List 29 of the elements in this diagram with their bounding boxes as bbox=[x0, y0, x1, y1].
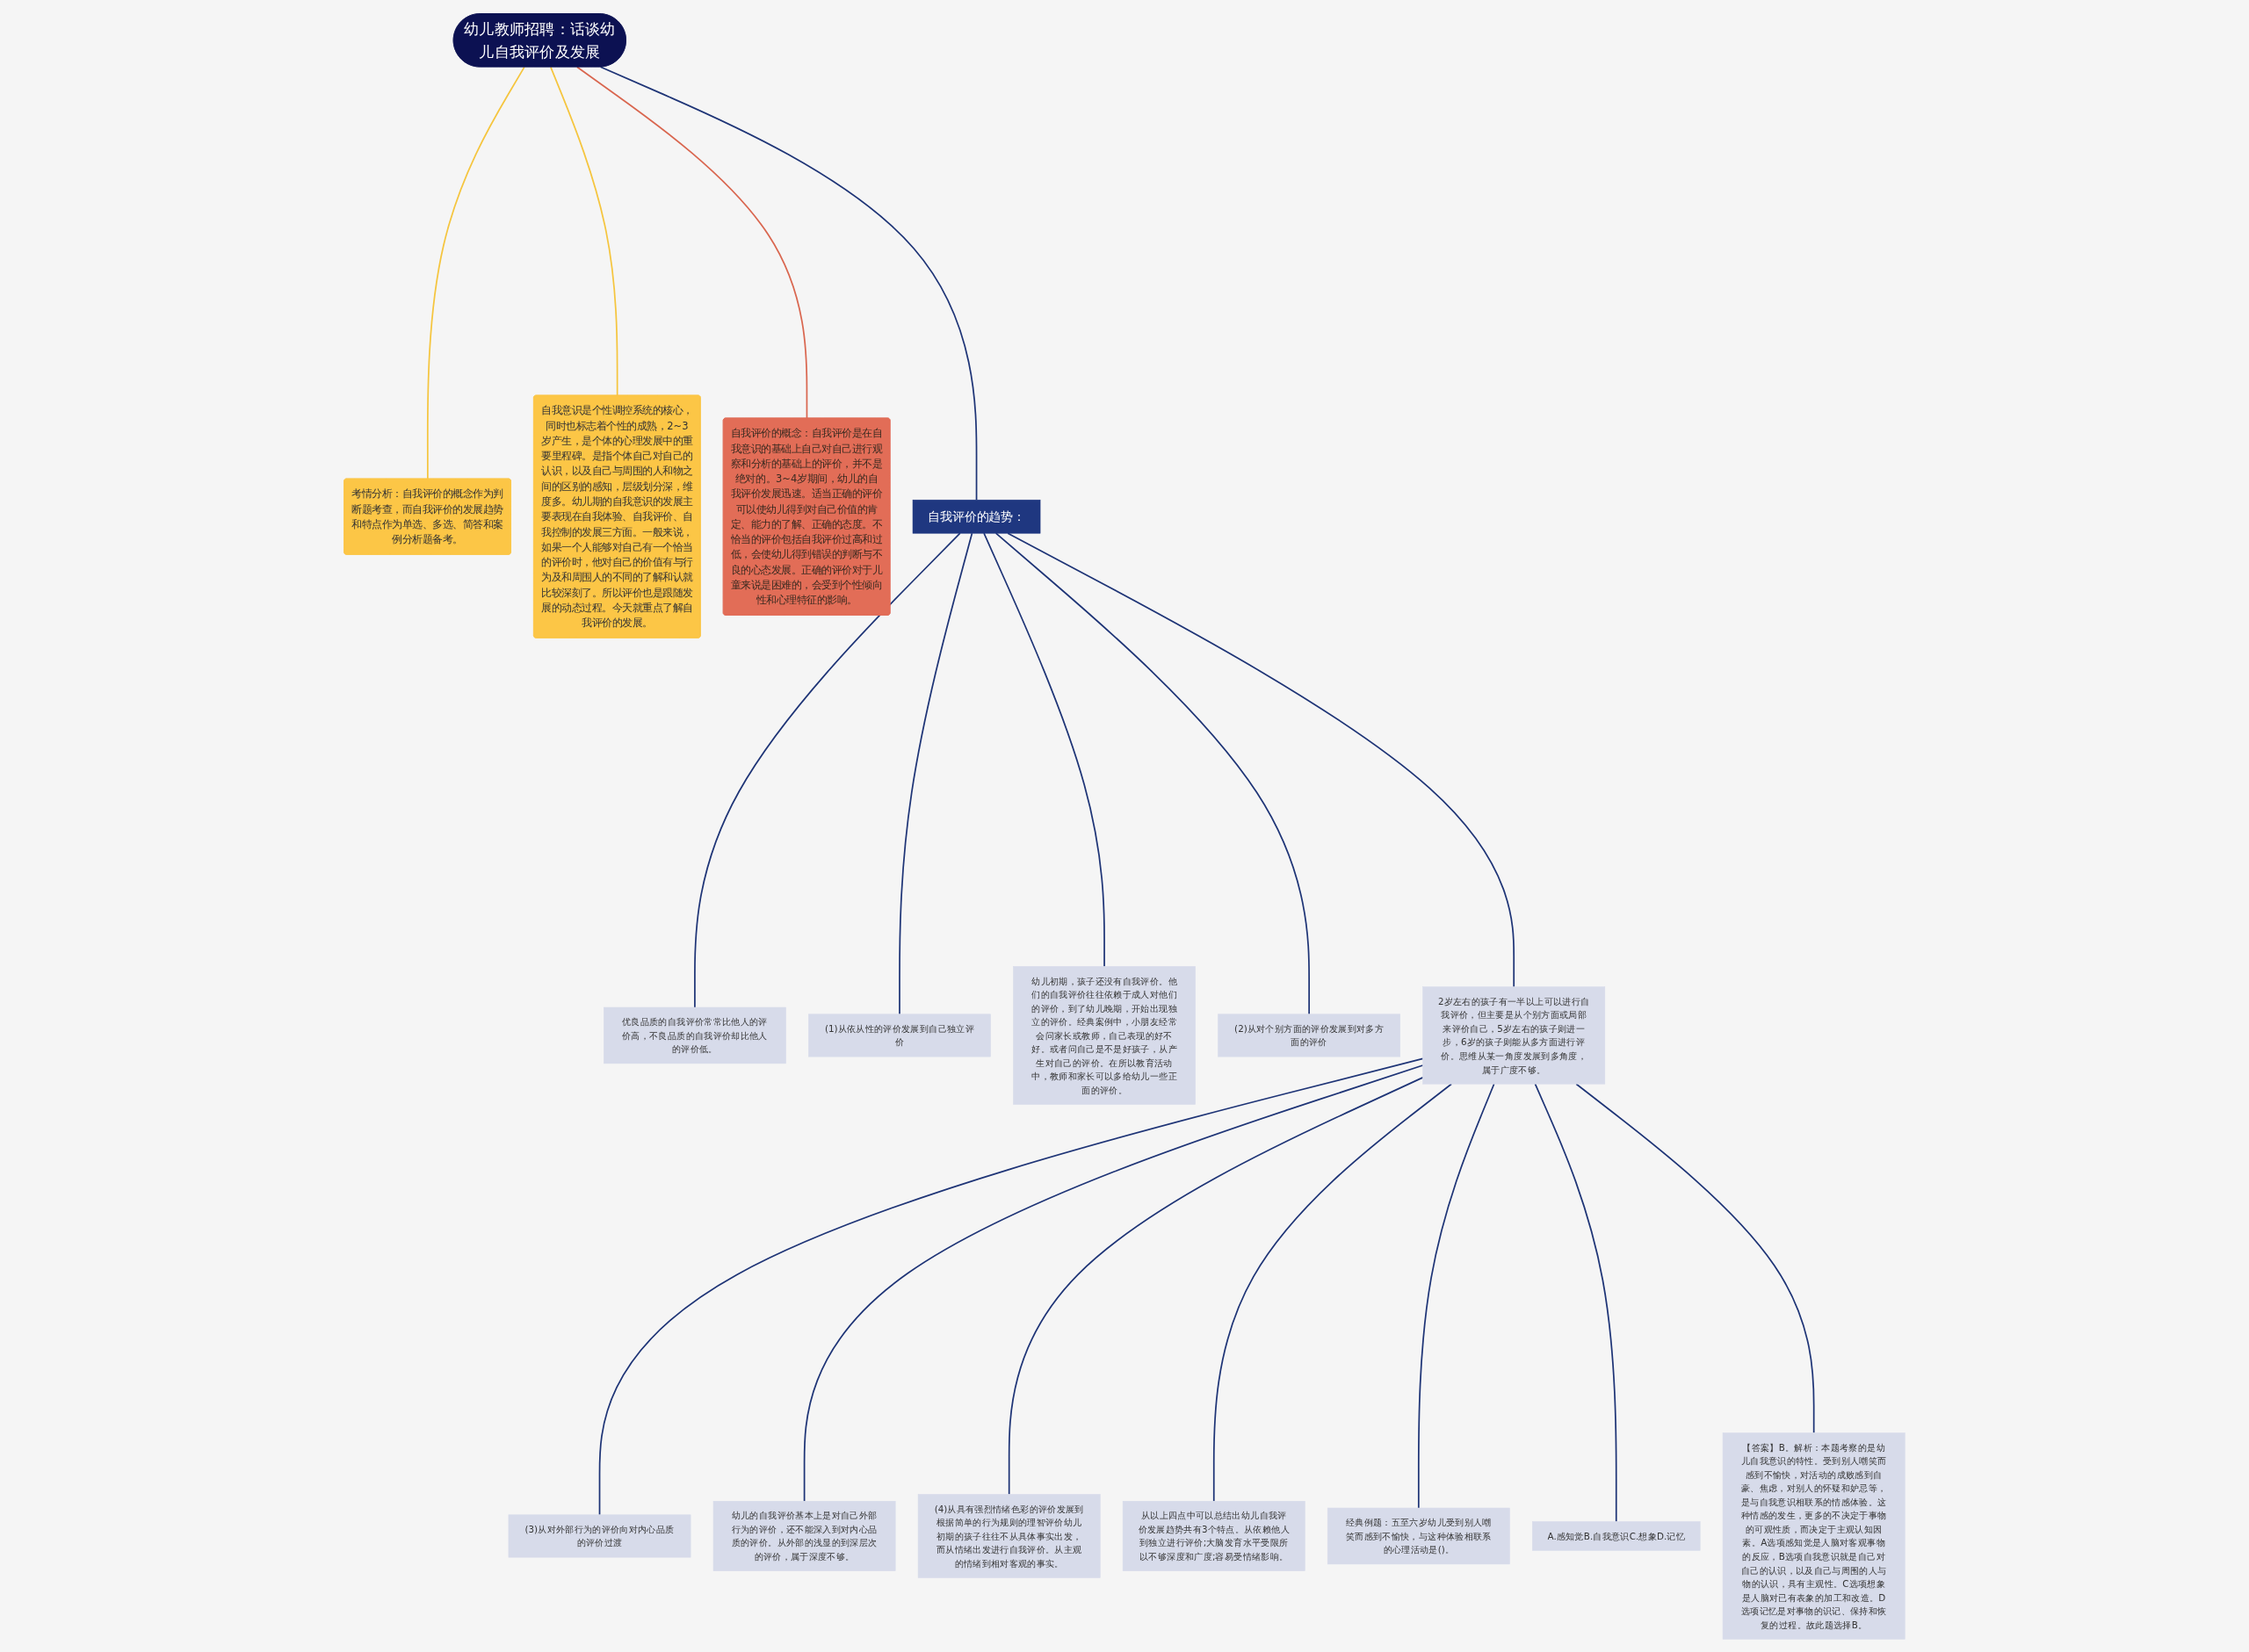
node-box bbox=[604, 1006, 786, 1064]
connector bbox=[599, 65, 978, 501]
connector bbox=[598, 1057, 1424, 1516]
node-box bbox=[1218, 1014, 1401, 1057]
node-box bbox=[917, 1493, 1101, 1578]
connector bbox=[1212, 1082, 1453, 1502]
node-box bbox=[1422, 985, 1606, 1084]
connector bbox=[983, 531, 1105, 967]
connector bbox=[1534, 1082, 1617, 1522]
node-box bbox=[508, 1514, 691, 1557]
node-box bbox=[912, 499, 1041, 533]
connector bbox=[694, 531, 961, 1008]
connector bbox=[576, 65, 808, 419]
node-box bbox=[712, 1500, 896, 1571]
connector bbox=[427, 65, 525, 480]
connector bbox=[803, 1064, 1424, 1502]
connector bbox=[899, 531, 973, 1015]
connector bbox=[1575, 1082, 1815, 1433]
node-box bbox=[1122, 1500, 1305, 1571]
node-box bbox=[1532, 1520, 1701, 1551]
node-box bbox=[1722, 1432, 1906, 1640]
node-box bbox=[1327, 1507, 1510, 1564]
connector bbox=[550, 65, 618, 396]
connector bbox=[1008, 1076, 1424, 1495]
node-box bbox=[1013, 965, 1196, 1105]
connector bbox=[1007, 531, 1515, 988]
node-box bbox=[808, 1014, 991, 1057]
connector bbox=[994, 531, 1311, 1015]
connector bbox=[1418, 1082, 1495, 1509]
